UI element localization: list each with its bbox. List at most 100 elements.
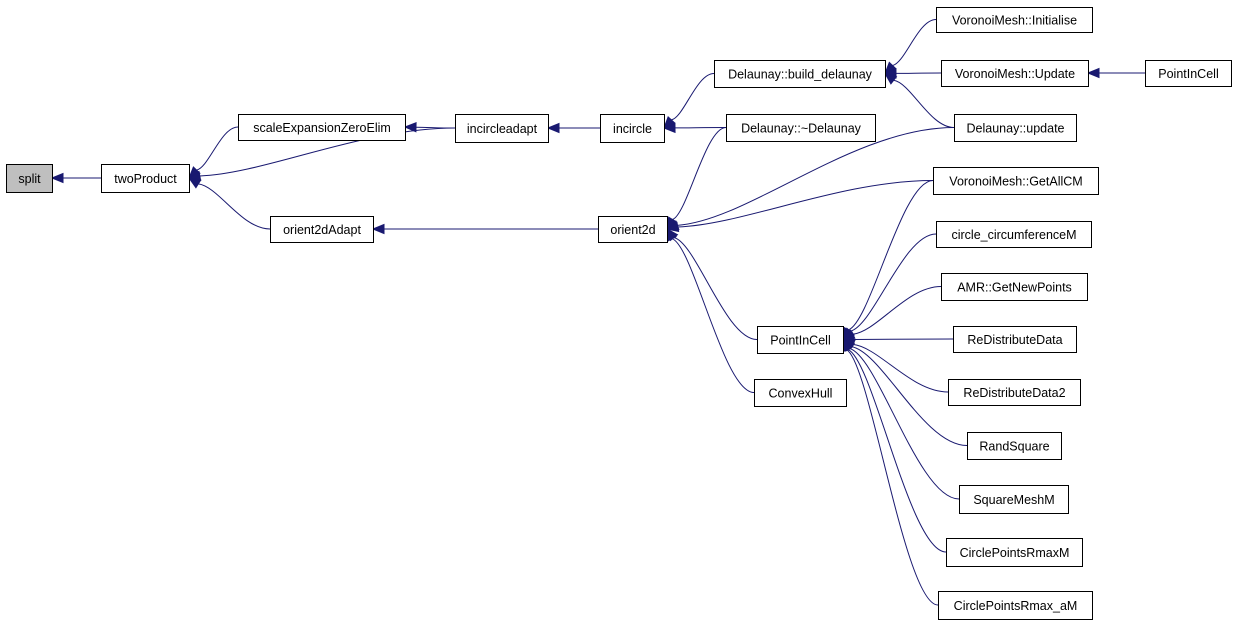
node-label: CirclePointsRmaxM [960, 546, 1070, 560]
edge-arrowhead [371, 223, 385, 235]
node-circle-circumferencem[interactable]: circle_circumferenceM [936, 221, 1092, 248]
node-label: circle_circumferenceM [951, 228, 1076, 242]
edge-arrowhead [50, 172, 64, 184]
node-label: ConvexHull [769, 387, 833, 401]
node-label: AMR::GetNewPoints [957, 281, 1072, 295]
edge-arrowhead [662, 122, 676, 134]
edge-circlepointsrmaxm-to-pointincell [847, 348, 947, 553]
node-vm-initialise[interactable]: VoronoiMesh::Initialise [936, 7, 1093, 33]
edge-scaleexpansionzeroelim-to-twoproduct [196, 126, 239, 171]
node-vm-update[interactable]: VoronoiMesh::Update [941, 60, 1089, 87]
node-build-delaunay[interactable]: Delaunay::build_delaunay [714, 60, 886, 88]
node-circlepointsrmax-am[interactable]: CirclePointsRmax_aM [938, 591, 1093, 620]
edge-arrowhead [546, 122, 560, 134]
edge-incircleadapt-to-twoproduct [199, 127, 456, 177]
edge-delaunay-update-to-orient2d [677, 127, 955, 226]
node-box [1145, 60, 1232, 87]
node-circlepointsrmaxm[interactable]: CirclePointsRmaxM [946, 538, 1083, 567]
edge-arrowhead [187, 177, 202, 189]
node-box [948, 379, 1081, 406]
node-squaremeshm[interactable]: SquareMeshM [959, 485, 1069, 514]
node-box [933, 167, 1099, 195]
node-label: RandSquare [979, 440, 1049, 454]
node-box [959, 485, 1069, 514]
node-box [101, 164, 190, 193]
edge-vm-initialise-to-build-delaunay [892, 19, 937, 66]
node-box [455, 114, 549, 143]
node-box [967, 432, 1062, 460]
node-box [238, 114, 406, 141]
node-orient2dadapt[interactable]: orient2dAdapt [270, 216, 374, 243]
edge-orient2dadapt-to-twoproduct [198, 183, 271, 230]
node-box [946, 538, 1083, 567]
node-label: orient2dAdapt [283, 223, 361, 237]
edge-amr-getnewpoints-to-pointincell [852, 286, 942, 335]
node-label: scaleExpansionZeroElim [253, 121, 391, 135]
node-convexhull[interactable]: ConvexHull [754, 379, 847, 407]
node-box [941, 60, 1089, 87]
node-label: VoronoiMesh::Initialise [952, 14, 1077, 28]
node-incircle[interactable]: incircle [600, 114, 665, 143]
nodes-layer: split twoProduct scaleExpansionZeroElim ori… [6, 7, 1232, 620]
node-box [938, 591, 1093, 620]
edge-delaunay-update-to-build-delaunay [893, 79, 955, 128]
edge-redistributedata2-to-pointincell [852, 343, 949, 393]
node-delaunay-update[interactable]: Delaunay::update [954, 114, 1077, 142]
node-box [936, 221, 1092, 248]
edge-arrowhead [403, 121, 417, 133]
node-label: VoronoiMesh::GetAllCM [949, 175, 1082, 189]
edge-arrowhead [883, 72, 898, 85]
node-box [714, 60, 886, 88]
node-label: CirclePointsRmax_aM [954, 599, 1078, 613]
node-box [936, 7, 1093, 33]
node-box [754, 379, 847, 407]
node-amr-getnewpoints[interactable]: AMR::GetNewPoints [941, 273, 1088, 301]
edge-arrowhead [665, 221, 680, 233]
node-label: split [18, 172, 41, 186]
node-pointincell[interactable]: PointInCell [757, 326, 844, 354]
node-box [270, 216, 374, 243]
node-box [953, 326, 1077, 353]
edge-circle-circumferencem-to-pointincell [850, 233, 937, 332]
edge-pointincell-to-orient2d [673, 237, 758, 340]
edges-layer [50, 19, 1145, 606]
edge-randsquare-to-pointincell [851, 346, 968, 446]
node-label: Delaunay::update [967, 122, 1065, 136]
node-label: Delaunay::~Delaunay [741, 122, 862, 136]
node-label: incircleadapt [467, 122, 538, 136]
node-label: incircle [613, 122, 652, 136]
edge-arrowhead [1086, 67, 1100, 79]
edge-vm-getallcm-to-pointincell [848, 180, 934, 331]
node-twoproduct[interactable]: twoProduct [101, 164, 190, 193]
node-box [726, 114, 876, 142]
node-label: VoronoiMesh::Update [955, 67, 1075, 81]
node-dtor-delaunay[interactable]: Delaunay::~Delaunay [726, 114, 876, 142]
node-scaleexpansionzeroelim[interactable]: scaleExpansionZeroElim [238, 114, 406, 141]
node-pointincell-top[interactable]: PointInCell [1145, 60, 1232, 87]
node-randsquare[interactable]: RandSquare [967, 432, 1062, 460]
node-vm-getallcm[interactable]: VoronoiMesh::GetAllCM [933, 167, 1099, 195]
node-box [600, 114, 665, 143]
node-box [757, 326, 844, 354]
edge-convexhull-to-orient2d [671, 238, 755, 393]
node-redistributedata2[interactable]: ReDistributeData2 [948, 379, 1081, 406]
node-box [6, 164, 53, 193]
edge-squaremeshm-to-pointincell [849, 347, 960, 500]
node-box [598, 216, 668, 243]
node-label: orient2d [610, 223, 655, 237]
node-orient2d[interactable]: orient2d [598, 216, 668, 243]
node-split[interactable]: split [6, 164, 53, 193]
node-label: PointInCell [770, 334, 830, 348]
node-label: twoProduct [114, 172, 177, 186]
edge-circlepointsrmax-am-to-pointincell [846, 349, 939, 606]
node-redistributedata[interactable]: ReDistributeData [953, 326, 1077, 353]
edge-vm-getallcm-to-orient2d [677, 180, 934, 228]
node-box [954, 114, 1077, 142]
node-incircleadapt[interactable]: incircleadapt [455, 114, 549, 143]
edge-build-delaunay-to-incircle [671, 73, 715, 121]
node-label: PointInCell [1158, 67, 1218, 81]
node-label: Delaunay::build_delaunay [728, 68, 873, 82]
node-box [941, 273, 1088, 301]
edge-dtor-delaunay-to-orient2d [672, 127, 727, 220]
edge-incircleadapt-to-scaleexpansionzeroelim [415, 126, 456, 129]
